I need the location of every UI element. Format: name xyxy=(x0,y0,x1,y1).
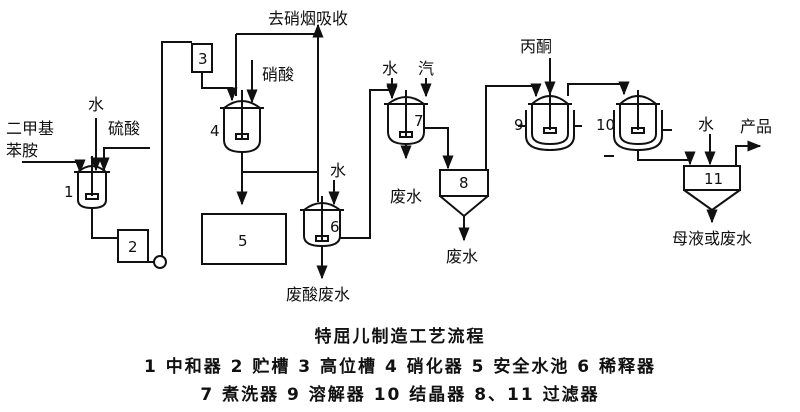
label-water-11: 水 xyxy=(698,115,714,134)
label-water-7: 水 xyxy=(382,59,398,78)
vessel-9-dissolver xyxy=(525,90,575,152)
label-dimethylaniline-1: 二甲基 xyxy=(6,119,54,138)
line-3-to-4 xyxy=(201,72,238,102)
label-steam-7: 汽 xyxy=(418,59,434,78)
label-mother-liquor: 母液或废水 xyxy=(672,229,752,248)
label-product: 产品 xyxy=(740,117,772,136)
vessel-10-crystallizer xyxy=(613,90,663,152)
label-waste-acid-waste-water: 废酸废水 xyxy=(286,285,350,304)
diagram-title: 特屈儿制造工艺流程 xyxy=(314,327,486,347)
pump xyxy=(153,255,167,269)
label-acetone: 丙酮 xyxy=(520,37,552,56)
equip-num-9: 9 xyxy=(514,116,524,134)
line-9-to-10 xyxy=(567,81,630,96)
equip-num-2: 2 xyxy=(128,238,138,256)
tank-2-storage xyxy=(117,229,149,263)
label-water-6: 水 xyxy=(330,161,346,180)
line-8-to-9 xyxy=(485,83,542,170)
label-waste-water-7: 废水 xyxy=(390,187,422,206)
label-dimethylaniline-2: 苯胺 xyxy=(6,141,38,160)
pool-5-safety xyxy=(201,213,287,265)
equip-num-4: 4 xyxy=(210,122,220,140)
vessel-4-nitrator xyxy=(220,90,264,154)
line-pump-to-3 xyxy=(161,41,192,256)
line-7-to-8 xyxy=(424,127,454,170)
equip-num-8: 8 xyxy=(459,174,469,192)
equip-num-6: 6 xyxy=(330,218,340,236)
line-1-to-2 xyxy=(91,208,118,239)
label-to-nitrate-absorption: 去硝烟吸收 xyxy=(268,9,348,28)
label-waste-water-8: 废水 xyxy=(446,247,478,266)
equip-num-5: 5 xyxy=(238,232,248,250)
feed-lines-vessel-1 xyxy=(22,118,150,174)
label-sulfuric-acid: 硫酸 xyxy=(108,119,140,138)
equip-num-11: 11 xyxy=(704,170,723,188)
equip-num-3: 3 xyxy=(198,50,208,68)
line-6-to-7 xyxy=(340,85,398,239)
label-nitric-acid: 硝酸 xyxy=(262,65,294,84)
equip-num-10: 10 xyxy=(596,116,615,134)
legend-line-1: 1 中和器 2 贮槽 3 高位槽 4 硝化器 5 安全水池 6 稀释器 xyxy=(143,357,657,377)
line-10-to-11 xyxy=(637,150,696,166)
equip-num-7: 7 xyxy=(414,112,424,130)
equip-num-1: 1 xyxy=(64,183,74,201)
line-11-product xyxy=(735,140,762,166)
legend-line-2: 7 煮洗器 9 溶解器 10 结晶器 8、11 过滤器 xyxy=(200,385,600,405)
process-flow-diagram: 1 2 3 4 5 6 7 8 9 10 11 二甲基 苯胺 水 硫酸 去硝烟吸… xyxy=(6,9,772,304)
label-water-1: 水 xyxy=(88,95,104,114)
